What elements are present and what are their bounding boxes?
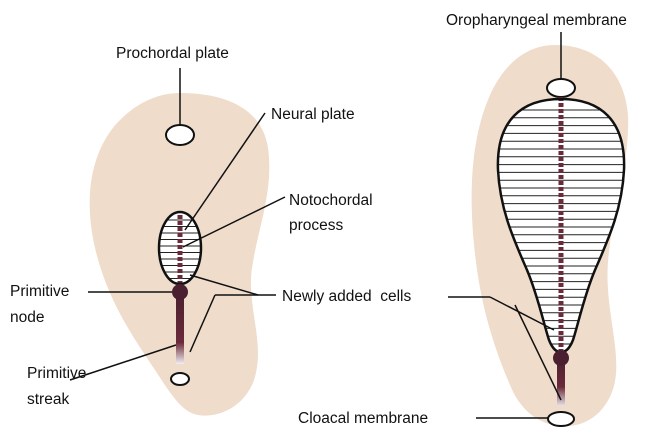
label-notochordal-process-1: Notochordal — [289, 192, 373, 209]
label-newly-added-cells: Newly added cells — [282, 288, 411, 305]
right-embryo — [471, 45, 629, 427]
left-cloacal-oval — [170, 372, 190, 386]
label-primitive-node-1: Primitive — [10, 283, 69, 300]
label-prochordal-plate: Prochordal plate — [116, 45, 229, 62]
leader-notochordal — [182, 196, 286, 248]
label-primitive-streak-1: Primitive — [27, 365, 86, 382]
leader-neural-plate — [184, 112, 266, 231]
left-primitive-node — [172, 284, 188, 300]
leader-new-cells-r1 — [489, 296, 555, 331]
right-primitive-streak — [557, 358, 565, 406]
right-primitive-node — [553, 350, 569, 366]
leader-lines — [69, 32, 562, 419]
prochordal-plate-oval — [165, 124, 195, 146]
label-cloacal-membrane: Cloacal membrane — [298, 410, 428, 427]
leader-new-cells-r2 — [514, 304, 562, 401]
leader-new-cells-1 — [189, 274, 259, 296]
label-notochordal-process-2: process — [289, 217, 344, 234]
label-primitive-streak-2: streak — [27, 391, 69, 408]
left-primitive-streak — [176, 292, 184, 364]
labels: Prochordal plate Neural plate Notochorda… — [10, 12, 627, 427]
oropharyngeal-oval — [546, 78, 576, 98]
right-cloacal-oval — [547, 411, 575, 427]
label-primitive-node-2: node — [10, 309, 44, 326]
left-embryo — [89, 93, 270, 416]
right-neural-plate — [496, 97, 626, 354]
leader-primitive-streak — [69, 344, 177, 381]
leader-new-cells-2 — [189, 294, 216, 353]
label-neural-plate: Neural plate — [271, 106, 355, 123]
label-oropharyngeal-membrane: Oropharyngeal membrane — [446, 12, 627, 29]
